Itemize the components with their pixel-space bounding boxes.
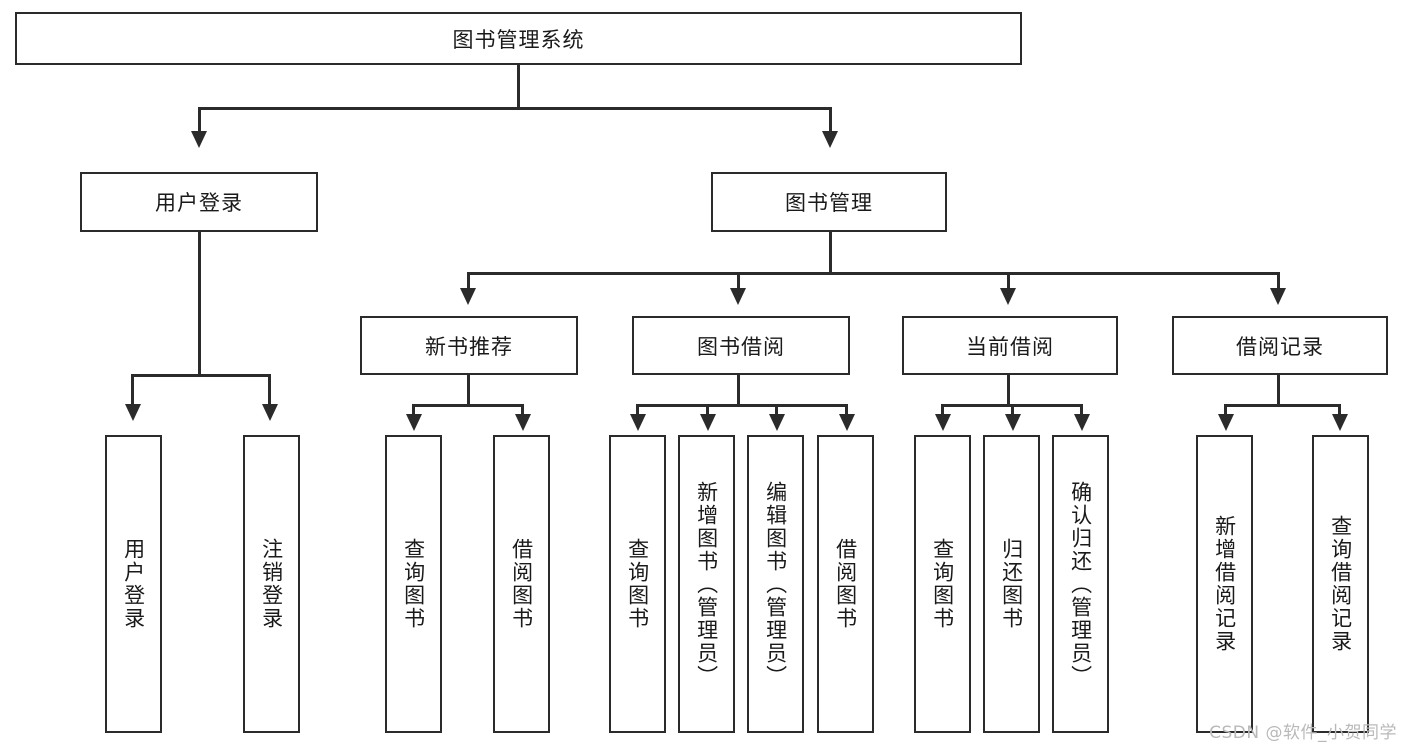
leaf-borrow-book[interactable]: 借阅图书 xyxy=(817,435,874,733)
leaf-label: 查询图书 xyxy=(401,538,426,630)
connector-user-login-bus xyxy=(131,374,271,377)
arrowhead-to-leaf-edit-book xyxy=(769,414,785,431)
connector-current-borrow-drop-3 xyxy=(1080,404,1083,416)
node-current-borrow[interactable]: 当前借阅 xyxy=(902,316,1118,375)
node-book-management[interactable]: 图书管理 xyxy=(711,172,947,232)
arrowhead-to-leaf-query-book-3 xyxy=(935,414,951,431)
arrowhead-to-current-borrow xyxy=(1000,288,1016,305)
connector-user-login-drop-2 xyxy=(268,374,271,406)
connector-user-login-stem xyxy=(198,232,201,375)
node-book-borrow[interactable]: 图书借阅 xyxy=(632,316,850,375)
arrowhead-to-leaf-query-book-2 xyxy=(630,414,646,431)
node-user-login[interactable]: 用户登录 xyxy=(80,172,318,232)
leaf-add-book-admin[interactable]: 新增图书（管理员） xyxy=(678,435,735,733)
connector-level3-drop-1 xyxy=(467,272,470,290)
leaf-edit-book-admin[interactable]: 编辑图书（管理员） xyxy=(747,435,804,733)
leaf-add-borrow-record[interactable]: 新增借阅记录 xyxy=(1196,435,1253,733)
node-new-book-recommend[interactable]: 新书推荐 xyxy=(360,316,578,375)
connector-level3-bus xyxy=(467,272,1280,275)
connector-current-borrow-drop-1 xyxy=(941,404,944,416)
csdn-watermark: CSDN @软件_小贺同学 xyxy=(1209,723,1397,743)
leaf-confirm-return-admin[interactable]: 确认归还（管理员） xyxy=(1052,435,1109,733)
leaf-query-book-current[interactable]: 查询图书 xyxy=(914,435,971,733)
connector-book-management-stem xyxy=(829,232,832,274)
arrowhead-to-leaf-user-login xyxy=(125,404,141,421)
leaf-user-login[interactable]: 用户登录 xyxy=(105,435,162,733)
leaf-return-book[interactable]: 归还图书 xyxy=(983,435,1040,733)
arrowhead-to-book-management xyxy=(822,131,838,148)
connector-new-book-drop-2 xyxy=(521,404,524,416)
connector-book-borrow-drop-3 xyxy=(775,404,778,416)
arrowhead-to-leaf-query-book-1 xyxy=(406,414,422,431)
node-label: 借阅记录 xyxy=(1236,334,1324,359)
node-label: 图书管理 xyxy=(785,191,873,215)
arrowhead-to-user-login xyxy=(191,131,207,148)
arrowhead-to-leaf-borrow-book-2 xyxy=(839,414,855,431)
connector-user-login-drop-1 xyxy=(131,374,134,406)
connector-new-book-stem xyxy=(467,375,470,406)
connector-root-drop-left xyxy=(198,107,201,133)
arrowhead-to-leaf-query-record xyxy=(1332,414,1348,431)
node-label: 图书借阅 xyxy=(697,334,785,359)
connector-book-borrow-drop-2 xyxy=(706,404,709,416)
connector-current-borrow-stem xyxy=(1007,375,1010,406)
arrowhead-to-leaf-borrow-book-1 xyxy=(515,414,531,431)
arrowhead-to-book-borrow xyxy=(730,288,746,305)
leaf-label: 归还图书 xyxy=(999,538,1024,630)
connector-root-stem xyxy=(517,65,520,109)
connector-book-borrow-drop-4 xyxy=(845,404,848,416)
arrowhead-to-leaf-logout xyxy=(262,404,278,421)
arrowhead-to-new-book-recommend xyxy=(460,288,476,305)
connector-level3-drop-3 xyxy=(1007,272,1010,290)
node-label: 新书推荐 xyxy=(425,334,513,359)
connector-new-book-bus xyxy=(412,404,524,407)
leaf-label: 查询图书 xyxy=(625,538,650,630)
connector-current-borrow-drop-2 xyxy=(1011,404,1014,416)
leaf-query-borrow-record[interactable]: 查询借阅记录 xyxy=(1312,435,1369,733)
connector-book-borrow-stem xyxy=(737,375,740,406)
arrowhead-to-leaf-add-record xyxy=(1218,414,1234,431)
leaf-label: 注销登录 xyxy=(259,538,284,630)
connector-borrow-record-drop-2 xyxy=(1338,404,1341,416)
connector-new-book-drop-1 xyxy=(412,404,415,416)
arrowhead-to-borrow-record xyxy=(1270,288,1286,305)
arrowhead-to-leaf-confirm-return xyxy=(1074,414,1090,431)
leaf-label: 用户登录 xyxy=(121,538,146,630)
leaf-label: 确认归还（管理员） xyxy=(1068,480,1093,688)
arrowhead-to-leaf-add-book xyxy=(700,414,716,431)
leaf-query-book-borrow[interactable]: 查询图书 xyxy=(609,435,666,733)
connector-borrow-record-bus xyxy=(1224,404,1341,407)
leaf-label: 编辑图书（管理员） xyxy=(763,480,788,688)
node-borrow-record[interactable]: 借阅记录 xyxy=(1172,316,1388,375)
connector-root-drop-right xyxy=(829,107,832,133)
arrowhead-to-leaf-return-book xyxy=(1005,414,1021,431)
leaf-label: 查询图书 xyxy=(930,538,955,630)
connector-book-borrow-drop-1 xyxy=(636,404,639,416)
leaf-logout[interactable]: 注销登录 xyxy=(243,435,300,733)
leaf-query-book-new-recommend[interactable]: 查询图书 xyxy=(385,435,442,733)
connector-root-bus xyxy=(198,107,831,110)
leaf-label: 借阅图书 xyxy=(509,538,534,630)
node-label: 图书管理系统 xyxy=(452,27,585,52)
leaf-label: 新增借阅记录 xyxy=(1212,515,1237,653)
leaf-label: 借阅图书 xyxy=(833,538,858,630)
node-label: 当前借阅 xyxy=(966,334,1054,359)
connector-level3-drop-2 xyxy=(737,272,740,290)
connector-book-borrow-bus xyxy=(636,404,848,407)
node-label: 用户登录 xyxy=(155,191,243,215)
connector-borrow-record-stem xyxy=(1277,375,1280,406)
connector-borrow-record-drop-1 xyxy=(1224,404,1227,416)
connector-level3-drop-4 xyxy=(1277,272,1280,290)
leaf-label: 新增图书（管理员） xyxy=(694,480,719,688)
leaf-borrow-book-new-recommend[interactable]: 借阅图书 xyxy=(493,435,550,733)
node-root-book-management-system[interactable]: 图书管理系统 xyxy=(15,12,1022,65)
leaf-label: 查询借阅记录 xyxy=(1328,515,1353,653)
